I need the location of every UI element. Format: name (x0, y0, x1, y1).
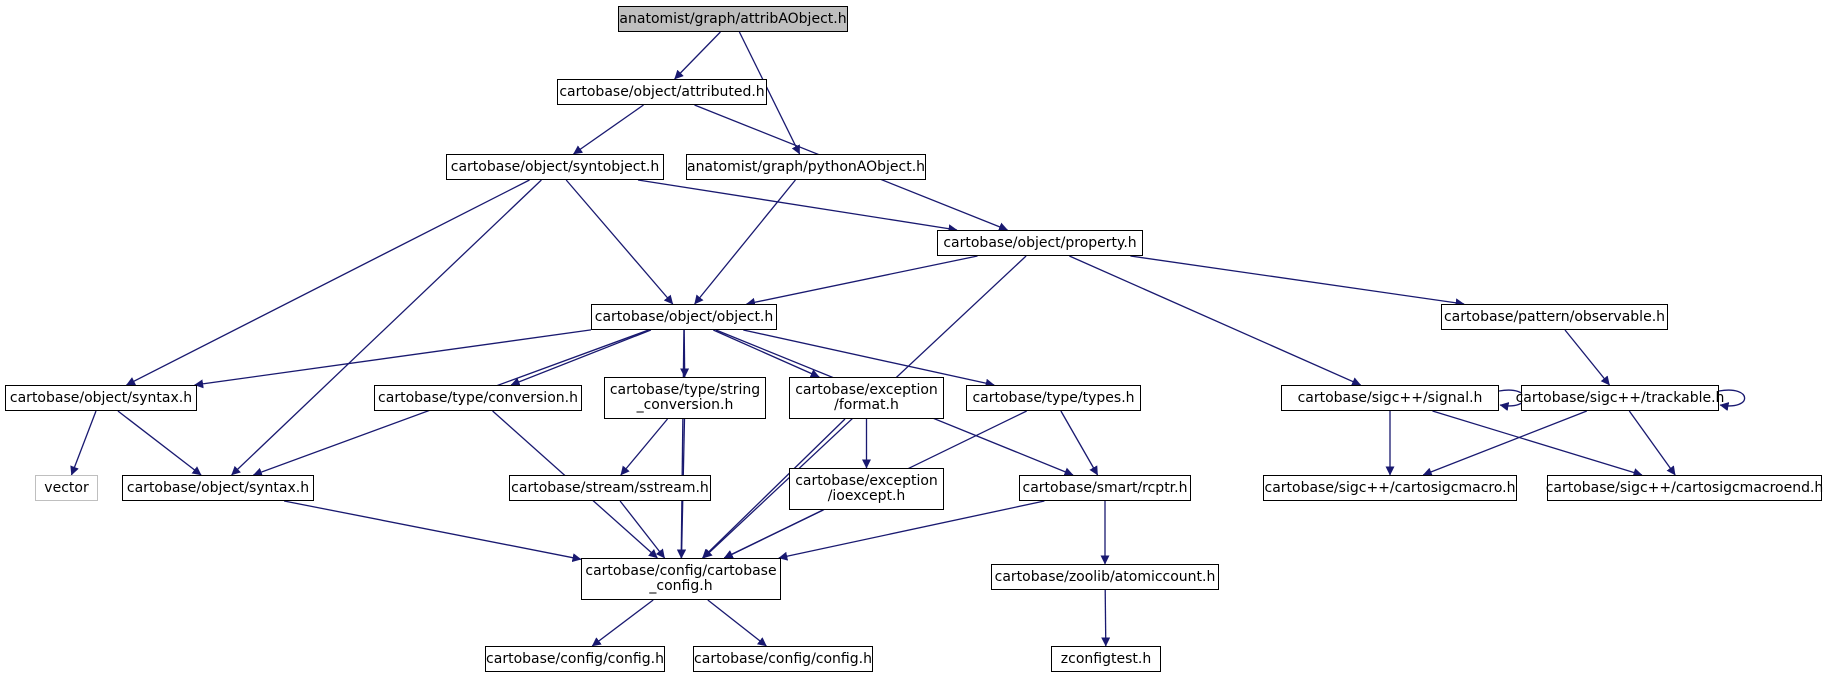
node-cartobase-sigc-signal-h[interactable]: cartobase/sigc++/signal.h (1281, 385, 1499, 411)
node-cartobase-smart-rcptr-h[interactable]: cartobase/smart/rcptr.h (1019, 475, 1191, 501)
node-label: cartobase/object/syntax.h (9, 389, 193, 406)
node-label: cartobase/object/attributed.h (559, 83, 765, 100)
node-label: cartobase/pattern/observable.h (1443, 308, 1666, 325)
node-label: cartobase/object/object.h (594, 308, 774, 325)
edge-n17-to-n21 (723, 509, 824, 559)
node-label: anatomist/graph/pythonAObject.h (686, 158, 926, 175)
node-cartobase-type-string-conversion-h[interactable]: cartobase/type/string _conversion.h (604, 377, 766, 419)
node-vector: vector (35, 475, 98, 501)
node-label: cartobase/exception /ioexcept.h (795, 473, 938, 504)
node-label: cartobase/object/syntobject.h (450, 158, 660, 175)
edge-n0-to-n1 (674, 31, 721, 80)
node-label: cartobase/exception /format.h (795, 382, 938, 413)
edge-n12-to-n20 (1432, 410, 1643, 477)
edge-n2-to-n7 (126, 179, 530, 386)
node-cartobase-config-config-h[interactable]: cartobase/config/config.h (693, 646, 873, 672)
node-cartobase-sigc-trackable-h[interactable]: cartobase/sigc++/trackable.h (1516, 385, 1724, 411)
edge-n2-to-n4 (637, 179, 958, 234)
node-cartobase-zoolib-atomiccount-h[interactable]: cartobase/zoolib/atomiccount.h (991, 564, 1219, 590)
node-label: cartobase/config/cartobase _config.h (585, 563, 777, 594)
node-anatomist-graph-pythonaobject-h[interactable]: anatomist/graph/pythonAObject.h (686, 154, 926, 180)
edge-n4-to-n12 (1069, 255, 1362, 386)
edge-n11-to-n18 (1060, 410, 1099, 476)
node-label: cartobase/smart/rcptr.h (1022, 479, 1188, 496)
edge-n16-to-n21 (619, 500, 666, 559)
node-label: cartobase/type/conversion.h (378, 389, 578, 406)
edge-n10-to-n21 (702, 418, 846, 559)
edge-n5-to-n10 (713, 329, 820, 378)
node-cartobase-object-object-h[interactable]: cartobase/object/object.h (591, 304, 777, 330)
node-cartobase-object-syntobject-h[interactable]: cartobase/object/syntobject.h (446, 154, 664, 180)
node-cartobase-object-attributed-h[interactable]: cartobase/object/attributed.h (557, 79, 767, 105)
node-cartobase-pattern-observable-h[interactable]: cartobase/pattern/observable.h (1441, 304, 1668, 330)
node-label: cartobase/sigc++/trackable.h (1515, 389, 1725, 406)
node-label: cartobase/object/syntax.h (126, 479, 310, 496)
edge-n2-to-n5 (565, 179, 674, 305)
node-cartobase-sigc-cartosigcmacro-h[interactable]: cartobase/sigc++/cartosigcmacro.h (1263, 475, 1517, 501)
node-label: cartobase/type/string _conversion.h (609, 382, 761, 413)
node-cartobase-config-config-h[interactable]: cartobase/config/config.h (485, 646, 665, 672)
edge-n4-to-n6 (1130, 255, 1465, 308)
node-cartobase-object-syntax-h[interactable]: cartobase/object/syntax.h (122, 475, 314, 501)
edge-n13-to-n13 (1718, 389, 1746, 411)
edge-n13-to-n19 (1422, 410, 1588, 477)
node-cartobase-sigc-cartosigcmacroend-h[interactable]: cartobase/sigc++/cartosigcmacroend.h (1545, 475, 1824, 501)
node-label: cartobase/config/config.h (694, 650, 872, 667)
node-cartobase-exception-format-h[interactable]: cartobase/exception /format.h (789, 377, 944, 419)
edge-n7-to-n14 (70, 410, 97, 476)
edge-n4-to-n5 (746, 255, 978, 307)
edge-n6-to-n13 (1564, 329, 1611, 386)
node-cartobase-config-cartobase-config-h[interactable]: cartobase/config/cartobase _config.h (581, 558, 781, 600)
node-anatomist-graph-attribaobject-h[interactable]: anatomist/graph/attribAObject.h (618, 6, 848, 32)
node-zconfigtest-h[interactable]: zconfigtest.h (1051, 646, 1161, 672)
node-cartobase-type-conversion-h[interactable]: cartobase/type/conversion.h (374, 385, 582, 411)
node-cartobase-type-types-h[interactable]: cartobase/type/types.h (966, 385, 1141, 411)
edge-n18-to-n21 (778, 500, 1045, 561)
node-label: cartobase/stream/sstream.h (511, 479, 709, 496)
edge-n5-to-n8 (510, 329, 652, 387)
edge-n5-to-n21 (676, 329, 686, 559)
node-cartobase-stream-sstream-h[interactable]: cartobase/stream/sstream.h (509, 475, 711, 501)
node-cartobase-object-property-h[interactable]: cartobase/object/property.h (937, 230, 1143, 256)
edge-n21-to-n24 (707, 599, 767, 647)
node-label: cartobase/type/types.h (972, 389, 1135, 406)
edge-n15-to-n21 (283, 500, 582, 563)
edge-n1-to-n2 (573, 104, 644, 155)
edge-n21-to-n23 (591, 599, 654, 647)
node-label: vector (44, 479, 89, 496)
node-label: cartobase/object/property.h (943, 234, 1137, 251)
edge-n2-to-n15 (231, 179, 542, 476)
edge-n7-to-n15 (117, 410, 202, 476)
edge-n3-to-n5 (694, 179, 796, 305)
node-cartobase-exception-ioexcept-h[interactable]: cartobase/exception /ioexcept.h (789, 468, 944, 510)
edge-n0-to-n3 (738, 31, 801, 155)
edge-n13-to-n20 (1628, 410, 1676, 476)
node-label: cartobase/sigc++/cartosigcmacroend.h (1545, 479, 1824, 496)
node-label: zconfigtest.h (1060, 650, 1152, 667)
node-label: cartobase/config/config.h (486, 650, 664, 667)
node-cartobase-object-syntax-h[interactable]: cartobase/object/syntax.h (5, 385, 197, 411)
node-label: anatomist/graph/attribAObject.h (619, 10, 847, 27)
edge-n22-to-n25 (1101, 589, 1111, 647)
node-label: cartobase/sigc++/signal.h (1297, 389, 1483, 406)
edge-n9-to-n16 (620, 418, 668, 476)
node-label: cartobase/sigc++/cartosigcmacro.h (1264, 479, 1516, 496)
node-label: cartobase/zoolib/atomiccount.h (994, 568, 1216, 585)
edge-n5-to-n7 (194, 329, 592, 389)
edge-n5-to-n11 (743, 329, 995, 388)
